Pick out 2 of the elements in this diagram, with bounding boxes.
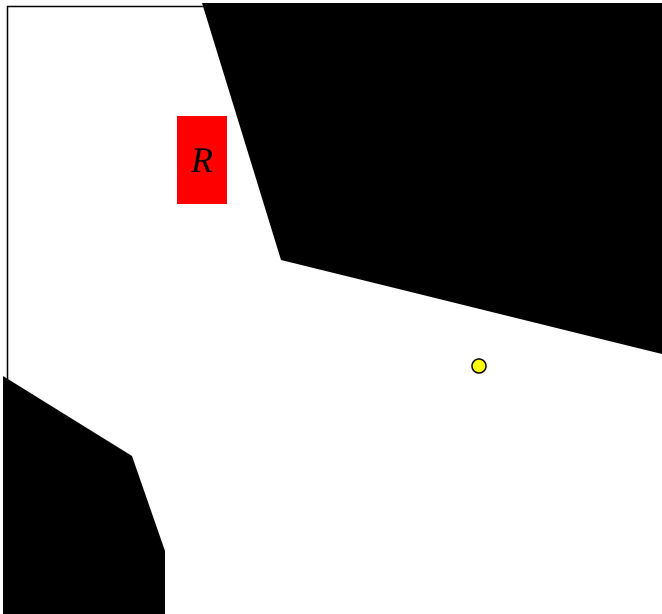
label-box: R (177, 116, 227, 204)
point-marker (471, 358, 487, 374)
